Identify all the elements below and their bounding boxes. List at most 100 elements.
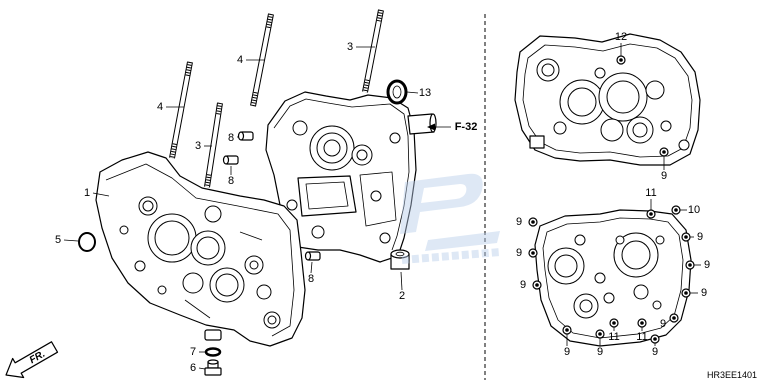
left-crankcase-half [95, 151, 306, 347]
bore-hole-inner [154, 220, 190, 256]
leader-line [198, 367, 206, 370]
bolt-hole-center [619, 58, 623, 62]
callout-number: 9 [701, 287, 707, 299]
bore-hole [379, 232, 391, 244]
bore-hole-inner [606, 80, 640, 114]
crankcase-port-inner [305, 181, 349, 210]
right-crankcase-flange [273, 98, 410, 251]
leader-line [406, 91, 419, 94]
callout-number: 4 [237, 54, 243, 66]
bore-hole-inner [567, 87, 597, 117]
callout-number: 2 [399, 290, 405, 302]
stud-bolt-left-short [204, 102, 223, 188]
callout-number: 9 [660, 318, 666, 330]
bolt-hole-center [684, 235, 688, 239]
bore-hole-inner [621, 240, 651, 270]
bore-hole [292, 120, 308, 136]
bolt-hole-center [565, 328, 569, 332]
dowel-end [237, 131, 245, 141]
callout-number: 9 [704, 259, 710, 271]
stud-thread [376, 9, 383, 23]
stud-bolt-left-long [169, 61, 193, 159]
watermark-logo-cutout [421, 184, 467, 203]
bore-hole [660, 120, 672, 132]
left-crankcase-rib [239, 231, 263, 241]
bore-hole-inner [541, 63, 555, 77]
bore-hole [633, 284, 649, 300]
bore-hole-inner [142, 200, 154, 212]
callout-number: 9 [597, 346, 603, 358]
crankcase-rib [359, 171, 397, 227]
stud-thread [216, 102, 222, 116]
leader-line [63, 239, 79, 242]
callout-number: 11 [608, 331, 619, 343]
callout-number: 1 [84, 187, 90, 199]
front-arrow-shape [5, 341, 59, 379]
dowel-end [222, 155, 230, 165]
bore-hole [311, 225, 325, 239]
bolt-hole-center [674, 208, 678, 212]
collar-part [390, 249, 410, 270]
bore-hole [600, 118, 624, 142]
stud-body [170, 61, 192, 159]
upper-view-slot [529, 135, 545, 149]
crankcase-view-lower [534, 209, 692, 347]
callout-number: 4 [157, 101, 163, 113]
reference-label: F-32 [455, 121, 478, 133]
o-ring [78, 232, 96, 252]
dowel-pin [222, 155, 239, 165]
diagram-code: HR3EE1401 [707, 370, 757, 380]
bore-hole [594, 67, 606, 79]
drain-bolt-tip [207, 359, 219, 365]
bore-hole-inner [267, 315, 277, 325]
collar-bore [395, 251, 405, 257]
bore-hole [594, 272, 606, 284]
bolt-hole-center [640, 321, 644, 325]
bore-hole-inner [356, 149, 368, 161]
front-direction-arrow: FR. [5, 341, 59, 379]
crankcase-view-upper [514, 33, 701, 166]
callout-number: 9 [516, 216, 522, 228]
crankcase-port [297, 175, 357, 217]
bolt-hole-center [649, 212, 653, 216]
stud-bolt-upper-right [362, 9, 384, 93]
bore-hole [370, 190, 382, 202]
bore-hole-inner [554, 254, 578, 278]
bore-hole [645, 80, 665, 100]
oil-seal-inner [392, 85, 402, 99]
callout-number: 9 [697, 231, 703, 243]
watermark-logo [400, 173, 501, 264]
bore-hole [652, 300, 662, 310]
bore-hole [574, 234, 586, 246]
bore-hole [389, 132, 401, 144]
stud-body [363, 9, 383, 93]
bore-hole [157, 285, 167, 295]
dowel-pin [304, 251, 321, 261]
watermark-logo-mark [400, 173, 483, 234]
callout-number: 9 [661, 170, 667, 182]
callout-number: 12 [615, 31, 627, 43]
callout-number: 9 [516, 247, 522, 259]
watermark-logo-band [401, 248, 501, 264]
bolt-hole-center [688, 263, 692, 267]
left-crankcase-rib [184, 299, 211, 319]
callout-number: 9 [520, 279, 526, 291]
stud-thread [363, 79, 370, 93]
callout-number: 11 [636, 331, 647, 343]
bore-hole [286, 199, 298, 211]
sealing-washer [204, 347, 222, 357]
reference-arrow-head [427, 123, 435, 131]
callout-number: 6 [190, 362, 196, 374]
callout-number: 8 [228, 132, 234, 144]
bore-hole-inner [196, 236, 220, 260]
stud-thread [205, 174, 211, 188]
bore-hole-inner [323, 139, 341, 157]
leader-line [310, 261, 313, 274]
bolt-hole-center [672, 316, 676, 320]
callout-number: 9 [652, 346, 658, 358]
callout-number: 3 [195, 140, 201, 152]
callout-number: 8 [228, 175, 234, 187]
